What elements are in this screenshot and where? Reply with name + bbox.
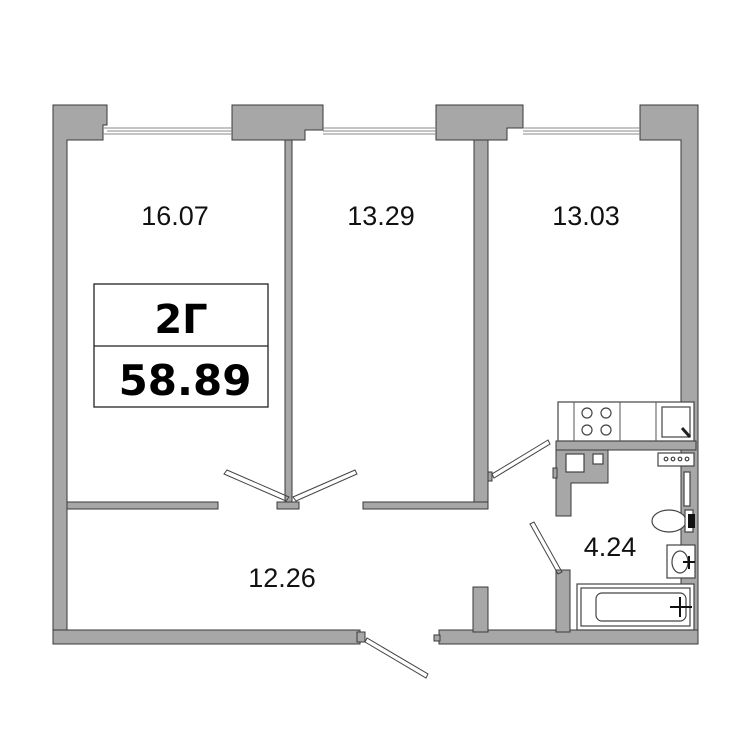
room-area-hallway: 12.26 [248,563,316,593]
kitchen-sink-icon [661,406,692,438]
door-entrance [364,637,429,679]
door-bathroom [529,521,563,575]
kitchen-counter [557,401,695,442]
door-bedroom-middle [292,469,358,502]
window-left [103,127,232,135]
stove-icon [581,407,612,436]
room-area-bathroom: 4.24 [584,532,637,562]
total-area: 58.89 [119,356,252,405]
apartment-code: 2Г [154,297,207,343]
boiler-icon [657,452,695,507]
room-area-bedroom-middle: 13.29 [347,201,415,231]
room-area-room-right: 13.03 [552,201,620,231]
room-area-bedroom-left: 16.07 [141,201,209,231]
room-labels: 16.07 13.29 13.03 12.26 4.24 [141,201,636,593]
door-bedroom-left [223,469,290,502]
bathtub-icon [576,583,695,631]
outer-walls [52,104,699,645]
window-right [523,127,640,135]
doors [223,439,563,679]
sink-icon [666,544,696,579]
apartment-badge: 2Г 58.89 [93,283,269,408]
windows [103,127,640,135]
bathroom-fixtures [565,452,696,631]
toilet-icon [651,509,695,533]
washing-machine [565,453,585,473]
door-room-right [491,439,551,479]
window-middle [323,127,436,135]
cabinet [592,453,604,465]
